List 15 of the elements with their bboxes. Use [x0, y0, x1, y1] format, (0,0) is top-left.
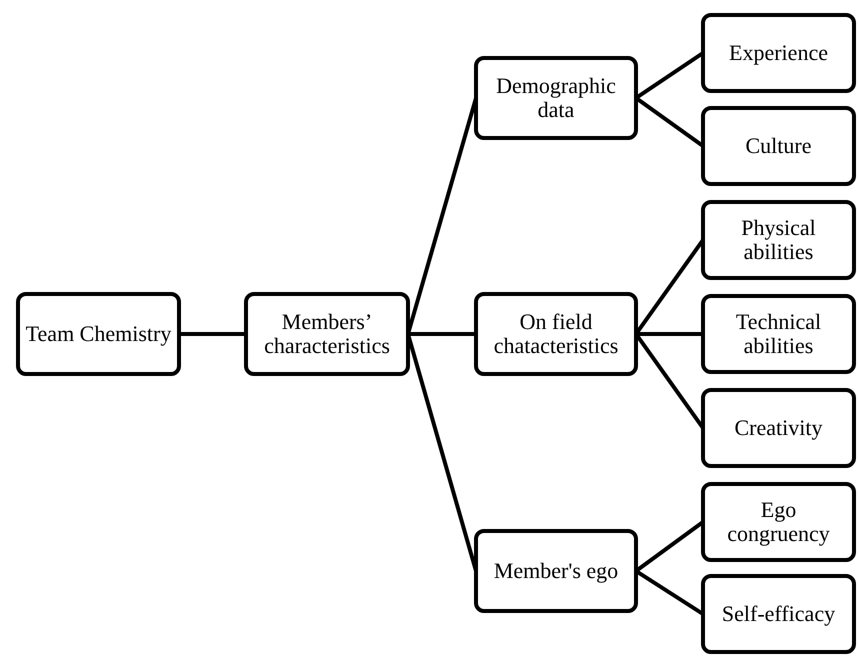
category-box: Members’ characteristics	[244, 292, 410, 376]
category-box: Ego congruency	[701, 482, 856, 562]
category-box: Culture	[701, 106, 856, 186]
category-box: Self-efficacy	[701, 574, 856, 654]
category-box: Demographic data	[474, 56, 638, 140]
category-box: Physical abilities	[701, 200, 856, 280]
connector-line	[179, 332, 246, 336]
connector-line	[408, 332, 476, 336]
category-box: Experience	[701, 13, 856, 93]
connector-line	[636, 332, 703, 336]
category-box: On field chatacteristics	[474, 292, 638, 376]
category-box: Team Chemistry	[16, 292, 181, 376]
category-box: Creativity	[701, 388, 856, 468]
category-box: Technical abilities	[701, 294, 856, 374]
category-box: Member's ego	[474, 529, 638, 613]
